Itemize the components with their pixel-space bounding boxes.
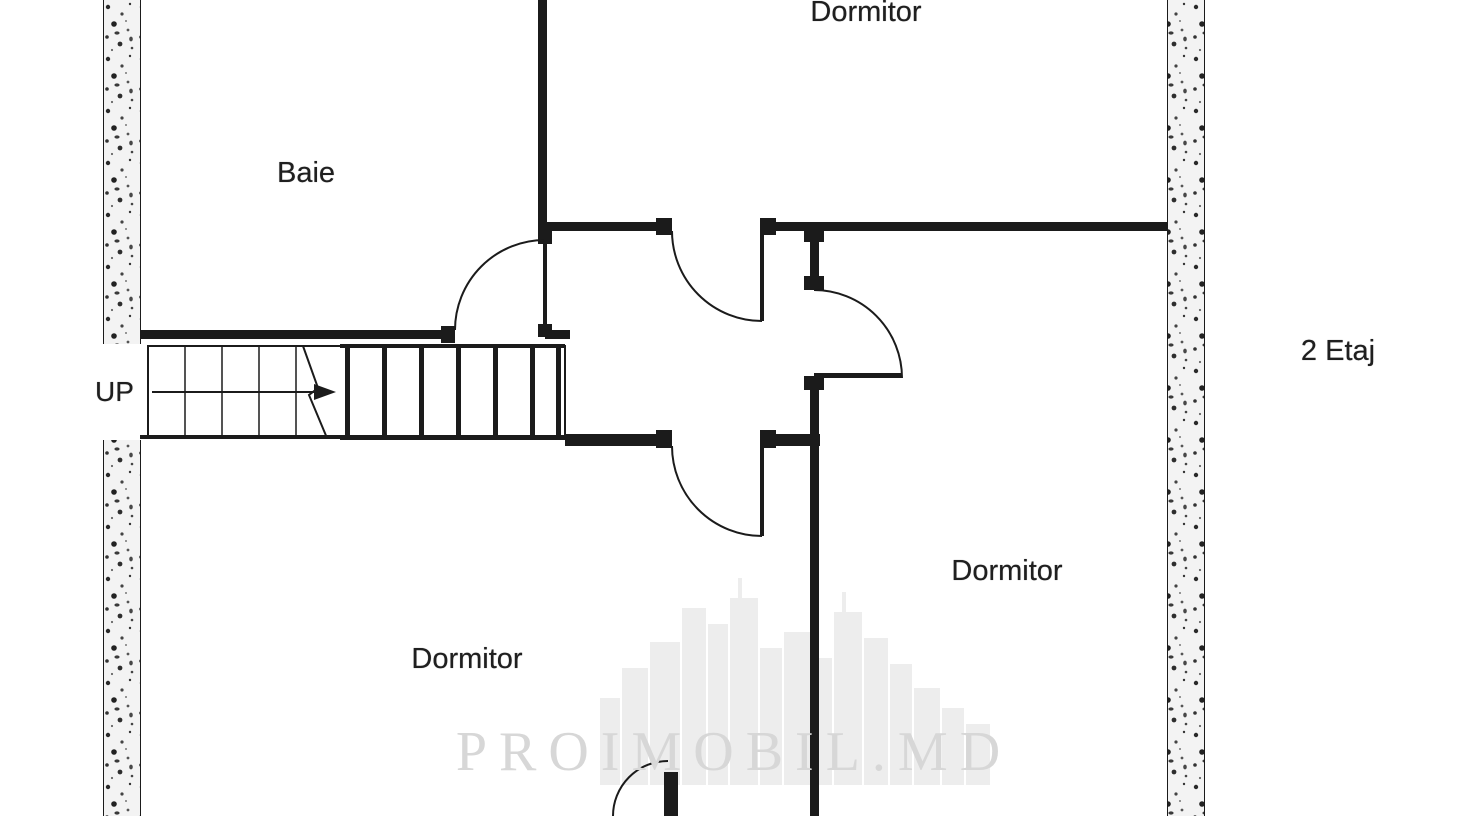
door-leaves: [538, 231, 902, 536]
bedroom-bottom-door-arc: [671, 445, 763, 537]
bathroom-door-arc: [454, 239, 546, 331]
room-label-bedroom-bottom: Dormitor: [411, 643, 523, 675]
stairs-direction-label: UP: [92, 377, 137, 406]
exterior-wall-right: [1167, 0, 1205, 816]
room-label-bedroom-top: Dormitor: [810, 0, 922, 28]
bedroom-right-door-leaf: [814, 373, 902, 378]
stair-direction-arrow: [152, 384, 336, 400]
bedroom-bottom-door-leaf: [760, 446, 764, 536]
bathroom-door-leaf: [543, 238, 547, 332]
watermark-text: PROIMOBIL.MD: [455, 721, 1013, 783]
bedroom-right-door-arc: [813, 289, 903, 379]
bedroom-top-door-leaf: [760, 231, 764, 321]
floor-label: 2 Etaj: [1300, 335, 1376, 367]
exterior-wall-left: [100, 0, 144, 816]
bedroom-top-door-arc: [671, 230, 763, 322]
room-label-bedroom-right: Dormitor: [951, 555, 1063, 587]
room-label-bathroom: Baie: [276, 157, 336, 189]
bottom-door-arc: [612, 760, 669, 816]
watermark-skyline-icon: [600, 578, 990, 785]
stairs: [147, 344, 566, 440]
door-swing-arcs: [454, 230, 903, 816]
stair-treads-bold: [340, 344, 565, 440]
